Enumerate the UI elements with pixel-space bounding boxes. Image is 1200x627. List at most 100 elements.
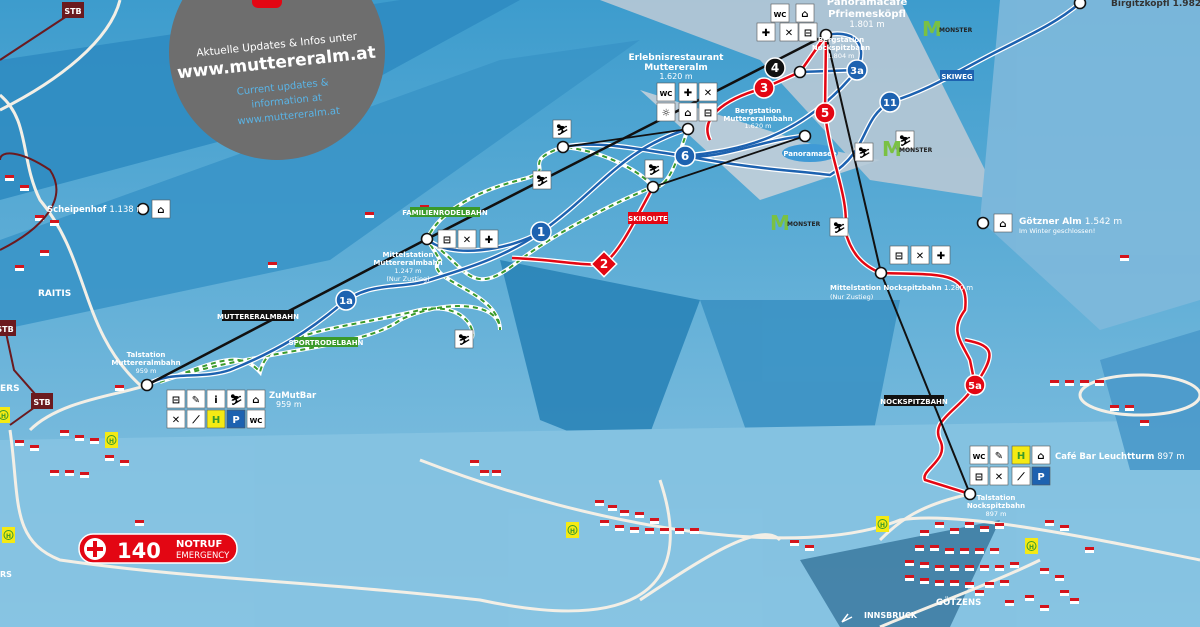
svg-text:⛷: ⛷ <box>556 124 569 136</box>
piste-marker-1a[interactable]: 1a <box>335 289 357 311</box>
svg-text:Café Bar Leuchtturm 897 m: Café Bar Leuchtturm 897 m <box>1055 451 1185 462</box>
lift-station[interactable] <box>793 65 807 79</box>
svg-text:⌂: ⌂ <box>684 108 691 119</box>
svg-text:⊟: ⊟ <box>172 395 180 406</box>
restaurant-icon: ✕ <box>910 245 930 265</box>
svg-text:✕: ✕ <box>172 415 180 426</box>
piste-marker-11[interactable]: 11 <box>879 91 901 113</box>
piste-marker-5[interactable]: 5 <box>814 102 836 124</box>
bus-stop-icon: H <box>105 432 118 448</box>
svg-text:H: H <box>1 413 6 420</box>
first-aid-kit-icon: ✚ <box>756 22 776 42</box>
svg-text:SKIROUTE: SKIROUTE <box>628 215 668 223</box>
svg-text:WC: WC <box>973 453 986 461</box>
svg-text:Bergstation: Bergstation <box>818 36 864 44</box>
svg-text:140: 140 <box>117 539 161 563</box>
svg-text:959 m: 959 m <box>136 367 157 375</box>
gondola-icon: ⊟ <box>889 245 909 265</box>
svg-text:Pfriemesköpfl: Pfriemesköpfl <box>828 9 906 20</box>
svg-text:⊟: ⊟ <box>704 108 712 119</box>
snowboard-park-icon: ⛷ <box>854 142 874 162</box>
erlebnisrestaurant-station[interactable] <box>681 122 695 136</box>
svg-text:STB: STB <box>33 398 50 407</box>
svg-text:⌂: ⌂ <box>157 205 164 216</box>
parking-icon: P <box>226 409 246 429</box>
mittelstation-nockspitzbahn[interactable] <box>874 266 888 280</box>
snowboard-park-icon: ⛷ <box>895 130 915 150</box>
info-icon: i <box>206 389 226 409</box>
lift-station[interactable] <box>556 140 570 154</box>
talstation-muttereralmbahn[interactable] <box>140 378 154 392</box>
birgitzkoepfl-node[interactable] <box>1073 0 1087 10</box>
label-sportrodelbahn: SPORTRODELBAHN <box>289 337 364 347</box>
svg-text:3: 3 <box>760 81 768 95</box>
piste-marker-1[interactable]: 1 <box>530 221 552 243</box>
scheipenhof-node[interactable] <box>136 202 150 216</box>
svg-text:NOTRUF: NOTRUF <box>176 539 222 550</box>
hut-icon: ⌂ <box>678 102 698 122</box>
svg-text:Muttereralmbahn: Muttereralmbahn <box>723 115 792 123</box>
goetzner-alm-node[interactable] <box>976 216 990 230</box>
piste-marker-5a[interactable]: 5a <box>964 374 986 396</box>
svg-text:1.620 m: 1.620 m <box>659 72 692 81</box>
svg-text:⟋: ⟋ <box>1017 471 1026 483</box>
piste-marker-3a[interactable]: 3a <box>846 59 868 81</box>
gondola-icon: ⊟ <box>166 389 186 409</box>
svg-text:✕: ✕ <box>785 28 793 39</box>
svg-text:5a: 5a <box>968 381 982 392</box>
hut-icon: ⌂ <box>993 213 1013 233</box>
svg-text:2: 2 <box>600 257 608 271</box>
svg-text:⌂: ⌂ <box>1037 451 1044 462</box>
svg-text:Talstation: Talstation <box>127 351 166 359</box>
piste-marker-3[interactable]: 3 <box>753 77 775 99</box>
bergstation-nockspitzbahn[interactable] <box>819 28 833 42</box>
svg-text:⊟: ⊟ <box>895 251 903 262</box>
emergency-badge[interactable]: 140 NOTRUF EMERGENCY <box>78 533 238 564</box>
ski-rental-icon: ✎ <box>186 389 206 409</box>
svg-text:Nockspitzbahn: Nockspitzbahn <box>812 44 870 52</box>
svg-text:WC: WC <box>774 11 787 19</box>
svg-text:✎: ✎ <box>995 451 1003 462</box>
svg-text:☼: ☼ <box>662 108 671 119</box>
piste-marker-4[interactable]: 4 <box>764 57 786 79</box>
wc-icon: WC <box>770 3 790 23</box>
svg-text:✕: ✕ <box>916 251 924 262</box>
svg-text:⊟: ⊟ <box>443 235 451 246</box>
svg-text:H: H <box>1029 544 1034 551</box>
svg-text:(Nur Zustieg): (Nur Zustieg) <box>386 275 429 283</box>
svg-text:i: i <box>214 395 217 406</box>
restaurant-icon: ✕ <box>989 466 1009 486</box>
lift-station[interactable] <box>646 180 660 194</box>
stb-badge: STB <box>62 2 84 18</box>
svg-text:⌂: ⌂ <box>252 395 259 406</box>
first-aid-kit-icon: ✚ <box>479 229 499 249</box>
bus-stop-icon: H <box>876 516 889 532</box>
svg-text:ERS: ERS <box>0 384 20 394</box>
svg-text:11: 11 <box>883 98 897 109</box>
piste-marker-2[interactable]: 2 <box>590 250 618 278</box>
svg-text:MONSTER: MONSTER <box>787 221 821 228</box>
svg-text:WC: WC <box>250 417 263 425</box>
mittelstation-muttereralmbahn[interactable] <box>420 232 434 246</box>
svg-text:H: H <box>212 415 220 426</box>
svg-text:H: H <box>6 533 11 540</box>
label-skiroute: SKIROUTE <box>628 212 668 224</box>
village-houses <box>5 175 1149 611</box>
talstation-nockspitzbahn[interactable] <box>963 487 977 501</box>
hut-icon: ⌂ <box>246 389 266 409</box>
svg-text:EMERGENCY: EMERGENCY <box>176 551 230 561</box>
lift-station[interactable] <box>798 129 812 143</box>
restaurant-icon: ✕ <box>166 409 186 429</box>
stb-badge: STB <box>0 320 16 336</box>
svg-text:1: 1 <box>537 225 545 239</box>
toboggan-icon: ⛷ <box>454 329 474 349</box>
first-aid-kit-icon: ✚ <box>678 82 698 102</box>
svg-text:Götzner Alm 1.542 m: Götzner Alm 1.542 m <box>1019 217 1122 227</box>
restaurant-icon: ✕ <box>779 22 799 42</box>
svg-text:1.804 m: 1.804 m <box>827 52 854 60</box>
wc-icon: WC <box>246 409 266 429</box>
piste-marker-6[interactable]: 6 <box>674 145 696 167</box>
